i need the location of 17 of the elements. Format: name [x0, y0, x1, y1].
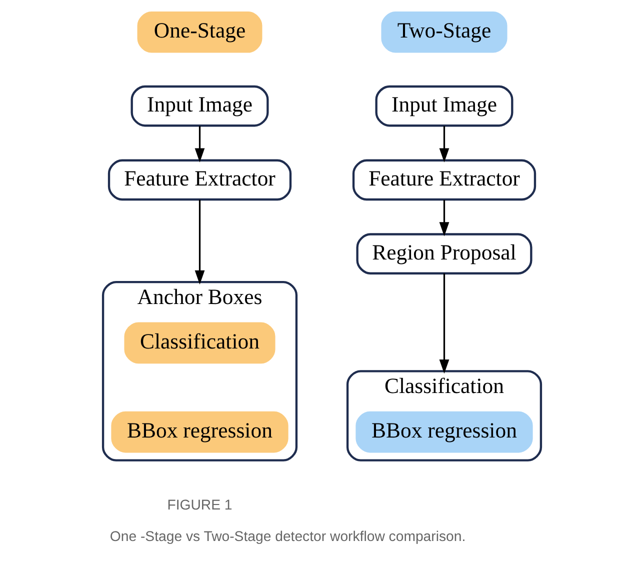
node-box: BBox regression: [110, 411, 288, 453]
arrow: [194, 126, 204, 162]
node-box: Input Image: [374, 85, 513, 127]
node-box: Classification: [124, 322, 275, 364]
caption: One -Stage vs Two-Stage detector workflow comparison.: [109, 528, 466, 544]
node-box: Feature Extractor: [352, 159, 536, 201]
arrow: [438, 273, 449, 374]
arrow: [194, 200, 204, 285]
node-box: One-Stage: [136, 12, 262, 53]
arrow: [438, 126, 449, 162]
arrow: [438, 200, 449, 236]
node-box: Region Proposal: [356, 233, 532, 274]
label: FIGURE 1: [166, 496, 232, 513]
node-box: Feature Extractor: [107, 159, 292, 201]
node-box: Input Image: [130, 85, 268, 127]
node-box: Two-Stage: [380, 12, 507, 53]
node-box: BBox regression: [355, 411, 532, 453]
